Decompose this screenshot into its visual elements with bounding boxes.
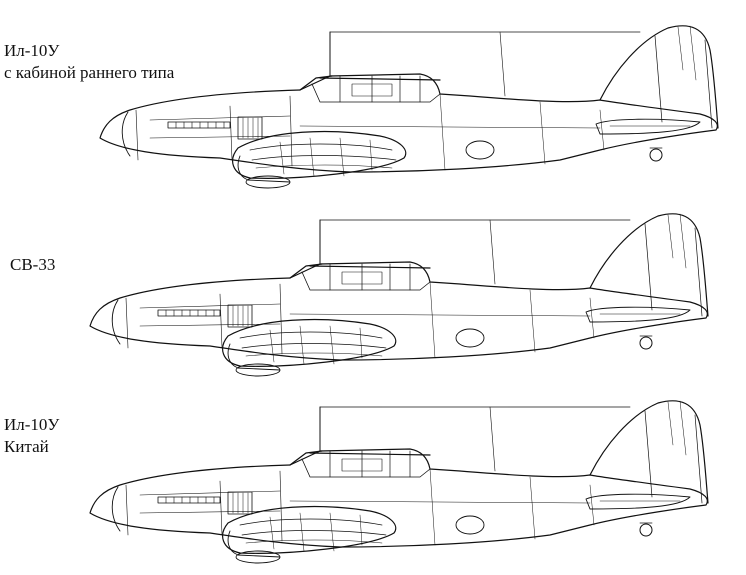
- profile-label-il10u-early-cockpit: Ил-10У с кабиной раннего типа: [4, 40, 174, 84]
- aircraft-profile-il10u-china: [89, 400, 709, 564]
- profile-title: Ил-10У: [4, 41, 60, 60]
- profile-title: Ил-10У: [4, 415, 60, 434]
- aircraft-profile-il10u-early-cockpit: [99, 25, 719, 189]
- profile-subtitle: с кабиной раннего типа: [4, 63, 175, 82]
- profile-label-il10u-china: Ил-10У Китай: [4, 414, 59, 458]
- profile-subtitle: Китай: [4, 437, 49, 456]
- profile-title: СВ-33: [10, 255, 56, 274]
- aircraft-profile-sv33: [89, 213, 709, 377]
- profile-label-sv33: СВ-33: [10, 254, 55, 276]
